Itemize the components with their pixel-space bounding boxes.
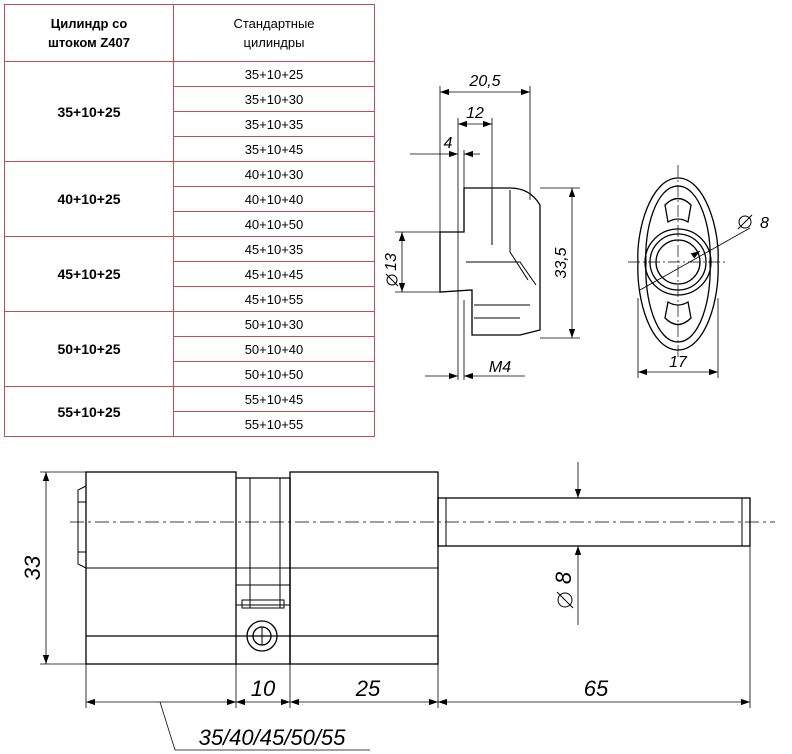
dim-mid-label: 12 xyxy=(466,105,484,122)
group-label: 45+10+25 xyxy=(4,236,174,312)
cylinder-size: 45+10+45 xyxy=(173,261,375,287)
table-row: 45+10+55 xyxy=(5,286,375,312)
cylinder-size: 40+10+30 xyxy=(173,161,375,187)
cylinder-size: 35+10+30 xyxy=(173,86,375,112)
cam-side-view xyxy=(395,86,580,380)
diameter-symbol-icon xyxy=(385,273,399,287)
cylinder-size: 35+10+35 xyxy=(173,111,375,137)
header-rod-cylinder: Цилиндр со штоком Z407 xyxy=(4,4,174,62)
dim-hole-label: 8 xyxy=(760,215,769,232)
cylinder-size: 40+10+40 xyxy=(173,186,375,212)
cylinder-size: 55+10+45 xyxy=(173,386,375,412)
dim-cam-label: 10 xyxy=(251,676,276,701)
dim-thread-label: M4 xyxy=(489,359,511,376)
cylinder-size: 50+10+50 xyxy=(173,361,375,387)
cylinder-size: 50+10+30 xyxy=(173,311,375,337)
table-row: 55+10+55 xyxy=(5,411,375,437)
dim-rod-label: 65 xyxy=(584,676,609,701)
dim-right-body-label: 25 xyxy=(355,676,381,701)
cylinder-with-rod xyxy=(40,462,775,751)
dim-left-options-label: 35/40/45/50/55 xyxy=(199,725,347,750)
diameter-symbol-icon xyxy=(737,214,753,230)
table-header-row: Цилиндр со штоком Z407 Стандартные цилин… xyxy=(4,4,375,62)
cam-side-dimension-labels: 20,5 12 4 13 33,5 M4 xyxy=(383,73,570,376)
dim-cylinder-height-label: 33 xyxy=(20,555,45,580)
cylinder-size: 45+10+35 xyxy=(173,236,375,262)
dim-diameter-label: 13 xyxy=(383,253,400,271)
table-row: 35+10+35 xyxy=(5,111,375,137)
dim-small-label: 4 xyxy=(444,135,453,152)
dim-front-width-label: 17 xyxy=(669,354,688,371)
table-row: 50+10+50 xyxy=(5,361,375,387)
group-label: 35+10+25 xyxy=(4,61,174,162)
table-row: 45+10+45 xyxy=(5,261,375,287)
cam-front-view xyxy=(628,165,751,378)
cylinder-size: 40+10+50 xyxy=(173,211,375,237)
table-row: 40+10+50 xyxy=(5,211,375,237)
dim-width-label: 20,5 xyxy=(468,73,500,90)
table-row: 40+10+40 xyxy=(5,186,375,212)
dim-rod-diameter-label: 8 xyxy=(551,571,576,584)
diameter-symbol-icon xyxy=(556,591,574,609)
group-label: 55+10+25 xyxy=(4,386,174,437)
table-row: 35+10+45 xyxy=(5,136,375,162)
table-row: 35+10+30 xyxy=(5,86,375,112)
cylinder-size: 35+10+45 xyxy=(173,136,375,162)
header-standard-cylinders: Стандартные цилиндры xyxy=(173,4,375,62)
cylinder-dimension-labels: 33 8 10 25 65 35/40/45/50/55 xyxy=(20,555,609,750)
dim-height-label: 33,5 xyxy=(553,247,570,278)
cylinder-size: 55+10+55 xyxy=(173,411,375,437)
cylinder-size: 35+10+25 xyxy=(173,61,375,87)
cam-front-dimension-labels: 8 17 xyxy=(669,214,769,371)
cylinder-size: 45+10+55 xyxy=(173,286,375,312)
cylinder-spec-table: Цилиндр со штоком Z407 Стандартные цилин… xyxy=(4,4,375,437)
